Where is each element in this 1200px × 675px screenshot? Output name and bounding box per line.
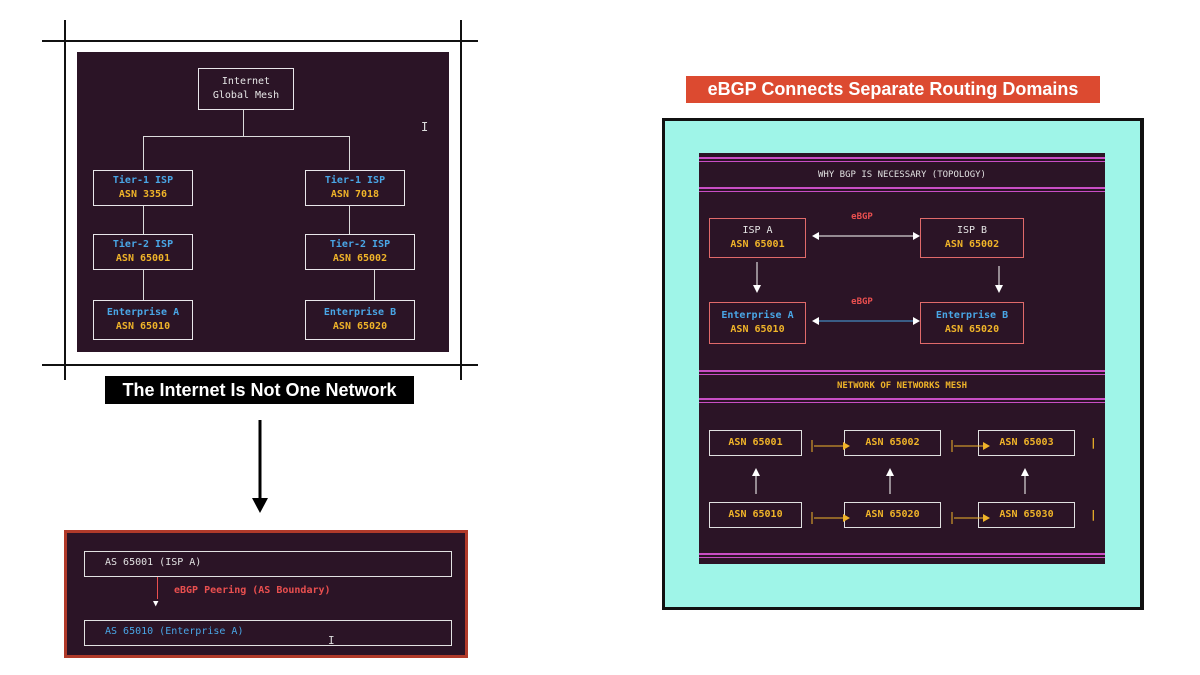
divider [699,157,1105,159]
enterprise-b-node[interactable]: Enterprise B ASN 65020 [920,302,1024,344]
mesh-node-65010[interactable]: ASN 65010 [709,502,802,528]
divider [699,374,1105,375]
section-topology-header: WHY BGP IS NECESSARY (TOPOLOGY) [818,170,986,180]
ebgp-bottom-label: eBGP [851,297,873,307]
mesh-node-65020[interactable]: ASN 65020 [844,502,941,528]
isp-b-box[interactable]: ISP B ASN 65002 [920,218,1024,258]
tier2-right-label: Tier-2 ISP [329,239,391,250]
internet-root-box[interactable]: Internet Global Mesh [198,68,294,110]
isp-a-asn: ASN 65001 [730,239,785,250]
enterprise-b-box[interactable]: Enterprise B ASN 65020 [305,300,415,340]
enterprise-a-box[interactable]: Enterprise A ASN 65010 [93,300,193,340]
peering-line [157,577,158,599]
frame-bottom-line [42,364,478,366]
ent-a-asn: ASN 65010 [730,324,785,335]
mesh-node-65003[interactable]: ASN 65003 [978,430,1075,456]
mesh-arrow-icon [950,509,990,524]
isp-a-label: ISP A [742,225,773,236]
tier2-left-asn: ASN 65001 [115,253,171,264]
ent-b-asn: ASN 65020 [944,324,1000,335]
connector [143,206,144,234]
connector [143,136,144,170]
ebgp-top-link [812,226,920,240]
ebgp-inner-panel [699,153,1105,564]
peering-arrow-icon: ▼ [153,599,159,609]
as-isp-bar[interactable]: AS 65001 (ISP A) [84,551,452,577]
tier1-left-asn: ASN 3356 [118,189,168,200]
enterprise-b-label: Enterprise B [323,307,397,318]
divider [699,191,1105,192]
mesh-arrow-icon [810,437,850,452]
tier1-isp-left-box[interactable]: Tier-1 ISP ASN 3356 [93,170,193,206]
down-arrow-icon [994,266,1004,294]
connector [243,110,244,136]
ent-a-label: Enterprise A [721,310,794,321]
connector [349,136,350,170]
divider [699,557,1105,558]
connector [143,270,144,300]
tier2-right-asn: ASN 65002 [332,253,388,264]
divider [699,187,1105,189]
connector [349,206,350,234]
isp-b-asn: ASN 65002 [944,239,1000,250]
text-cursor-icon: Ι [328,634,335,647]
enterprise-a-node[interactable]: Enterprise A ASN 65010 [709,302,806,344]
root-line2: Global Mesh [212,90,280,101]
ebgp-title: eBGP Connects Separate Routing Domains [686,76,1100,103]
ent-b-label: Enterprise B [935,310,1009,321]
divider [699,553,1105,555]
frame-top-line [42,40,478,42]
mesh-edge-marker: | [1090,436,1097,449]
section-mesh-header: NETWORK OF NETWORKS MESH [836,381,968,391]
peering-label: eBGP Peering (AS Boundary) [174,585,331,596]
tier2-isp-right-box[interactable]: Tier-2 ISP ASN 65002 [305,234,415,270]
tier1-left-label: Tier-1 ISP [112,175,174,186]
ebgp-top-label: eBGP [851,212,873,222]
enterprise-b-asn: ASN 65020 [332,321,388,332]
enterprise-a-label: Enterprise A [106,307,180,318]
frame-right-line [460,20,462,380]
tier1-isp-right-box[interactable]: Tier-1 ISP ASN 7018 [305,170,405,206]
divider [699,370,1105,372]
tier1-right-asn: ASN 7018 [330,189,380,200]
isp-b-label: ISP B [956,225,988,236]
tier1-right-label: Tier-1 ISP [324,175,386,186]
tier2-isp-left-box[interactable]: Tier-2 ISP ASN 65001 [93,234,193,270]
isp-a-box[interactable]: ISP A ASN 65001 [709,218,806,258]
hierarchy-panel [77,52,449,352]
as-enterprise-bar[interactable]: AS 65010 (Enterprise A) [84,620,452,646]
up-arrow-icon [885,468,895,494]
mesh-arrow-icon [810,509,850,524]
down-arrow-icon [752,262,762,294]
mesh-node-65002[interactable]: ASN 65002 [844,430,941,456]
connector [374,270,375,300]
tier2-left-label: Tier-2 ISP [112,239,174,250]
enterprise-a-asn: ASN 65010 [115,321,171,332]
hierarchy-caption: The Internet Is Not One Network [105,376,414,404]
divider [699,161,1105,162]
mesh-edge-marker: | [1090,508,1097,521]
down-arrow-icon [250,420,270,515]
connector [143,136,350,137]
frame-left-line [64,20,66,380]
root-line1: Internet [221,76,271,87]
up-arrow-icon [751,468,761,494]
mesh-node-65001[interactable]: ASN 65001 [709,430,802,456]
text-cursor-icon: Ι [421,120,429,134]
divider [699,398,1105,400]
divider [699,402,1105,403]
up-arrow-icon [1020,468,1030,494]
ebgp-bottom-link [812,311,920,325]
mesh-node-65030[interactable]: ASN 65030 [978,502,1075,528]
mesh-arrow-icon [950,437,990,452]
